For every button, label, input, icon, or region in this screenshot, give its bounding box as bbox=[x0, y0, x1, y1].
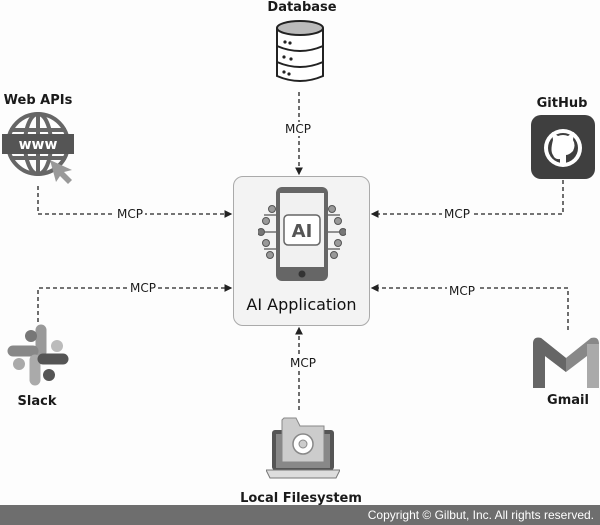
svg-text:www: www bbox=[19, 137, 58, 153]
gmail-icon bbox=[533, 337, 599, 388]
edge-label-slack: MCP bbox=[128, 281, 158, 295]
github-label: GitHub bbox=[536, 96, 588, 111]
folder-gear-laptop-icon bbox=[266, 417, 340, 479]
database-label: Database bbox=[267, 0, 337, 15]
edge-github bbox=[370, 180, 564, 218]
ai-application-node: AI AI Application bbox=[233, 176, 370, 326]
copyright-footer: Copyright © Gilbut, Inc. All rights rese… bbox=[0, 505, 600, 525]
edge-label-database: MCP bbox=[283, 122, 313, 136]
gmail-label: Gmail bbox=[547, 393, 589, 408]
database-icon bbox=[276, 20, 324, 82]
edge-label-github: MCP bbox=[442, 207, 472, 221]
svg-text:AI: AI bbox=[292, 221, 313, 242]
github-icon bbox=[531, 115, 595, 179]
slack-icon bbox=[7, 324, 69, 386]
web-apis-label: Web APIs bbox=[3, 93, 73, 108]
slack-label: Slack bbox=[17, 394, 57, 409]
globe-www-icon: www bbox=[2, 112, 74, 184]
edge-slack bbox=[37, 284, 233, 322]
edge-label-local-fs: MCP bbox=[288, 356, 318, 370]
edge-label-web-apis: MCP bbox=[115, 207, 145, 221]
local-fs-label: Local Filesystem bbox=[240, 491, 362, 506]
edge-label-gmail: MCP bbox=[447, 284, 477, 298]
ai-application-title: AI Application bbox=[246, 295, 357, 314]
edge-web-apis bbox=[37, 186, 233, 218]
edge-gmail bbox=[370, 284, 569, 330]
smartphone-ai-icon: AI bbox=[258, 187, 346, 281]
